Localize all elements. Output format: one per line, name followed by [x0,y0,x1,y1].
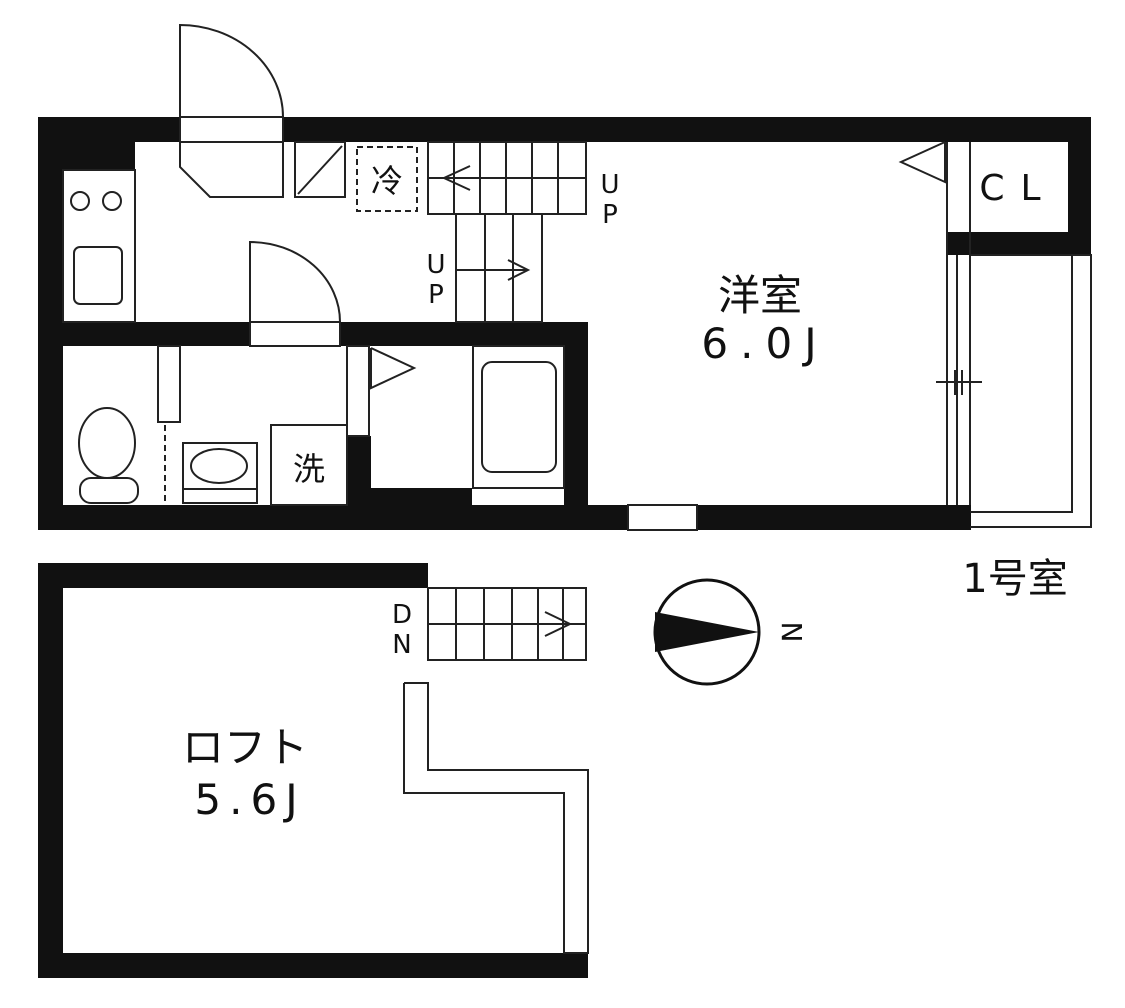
loft-walls [38,563,588,978]
loft-details [403,587,589,954]
stair-down-label: DN [387,600,417,660]
western-room-name: 洋室 [718,271,802,320]
main-floor-walls [38,117,1091,530]
loft-name: ロフト [182,723,308,772]
compass-rose [653,578,761,686]
washer-label: 洗 [293,450,325,488]
stair-up-mid-label: UP [421,250,451,310]
closet-label: CL [979,168,1056,209]
stair-up-top-label: UP [595,170,625,230]
fridge-label: 冷 [371,162,403,200]
unit-label: 1号室 [962,556,1067,602]
loft-size: 5.6J [194,775,305,824]
main-floor-details [62,23,1092,531]
compass-north-label: N [775,622,808,643]
western-room-size: 6.0J [701,319,828,368]
